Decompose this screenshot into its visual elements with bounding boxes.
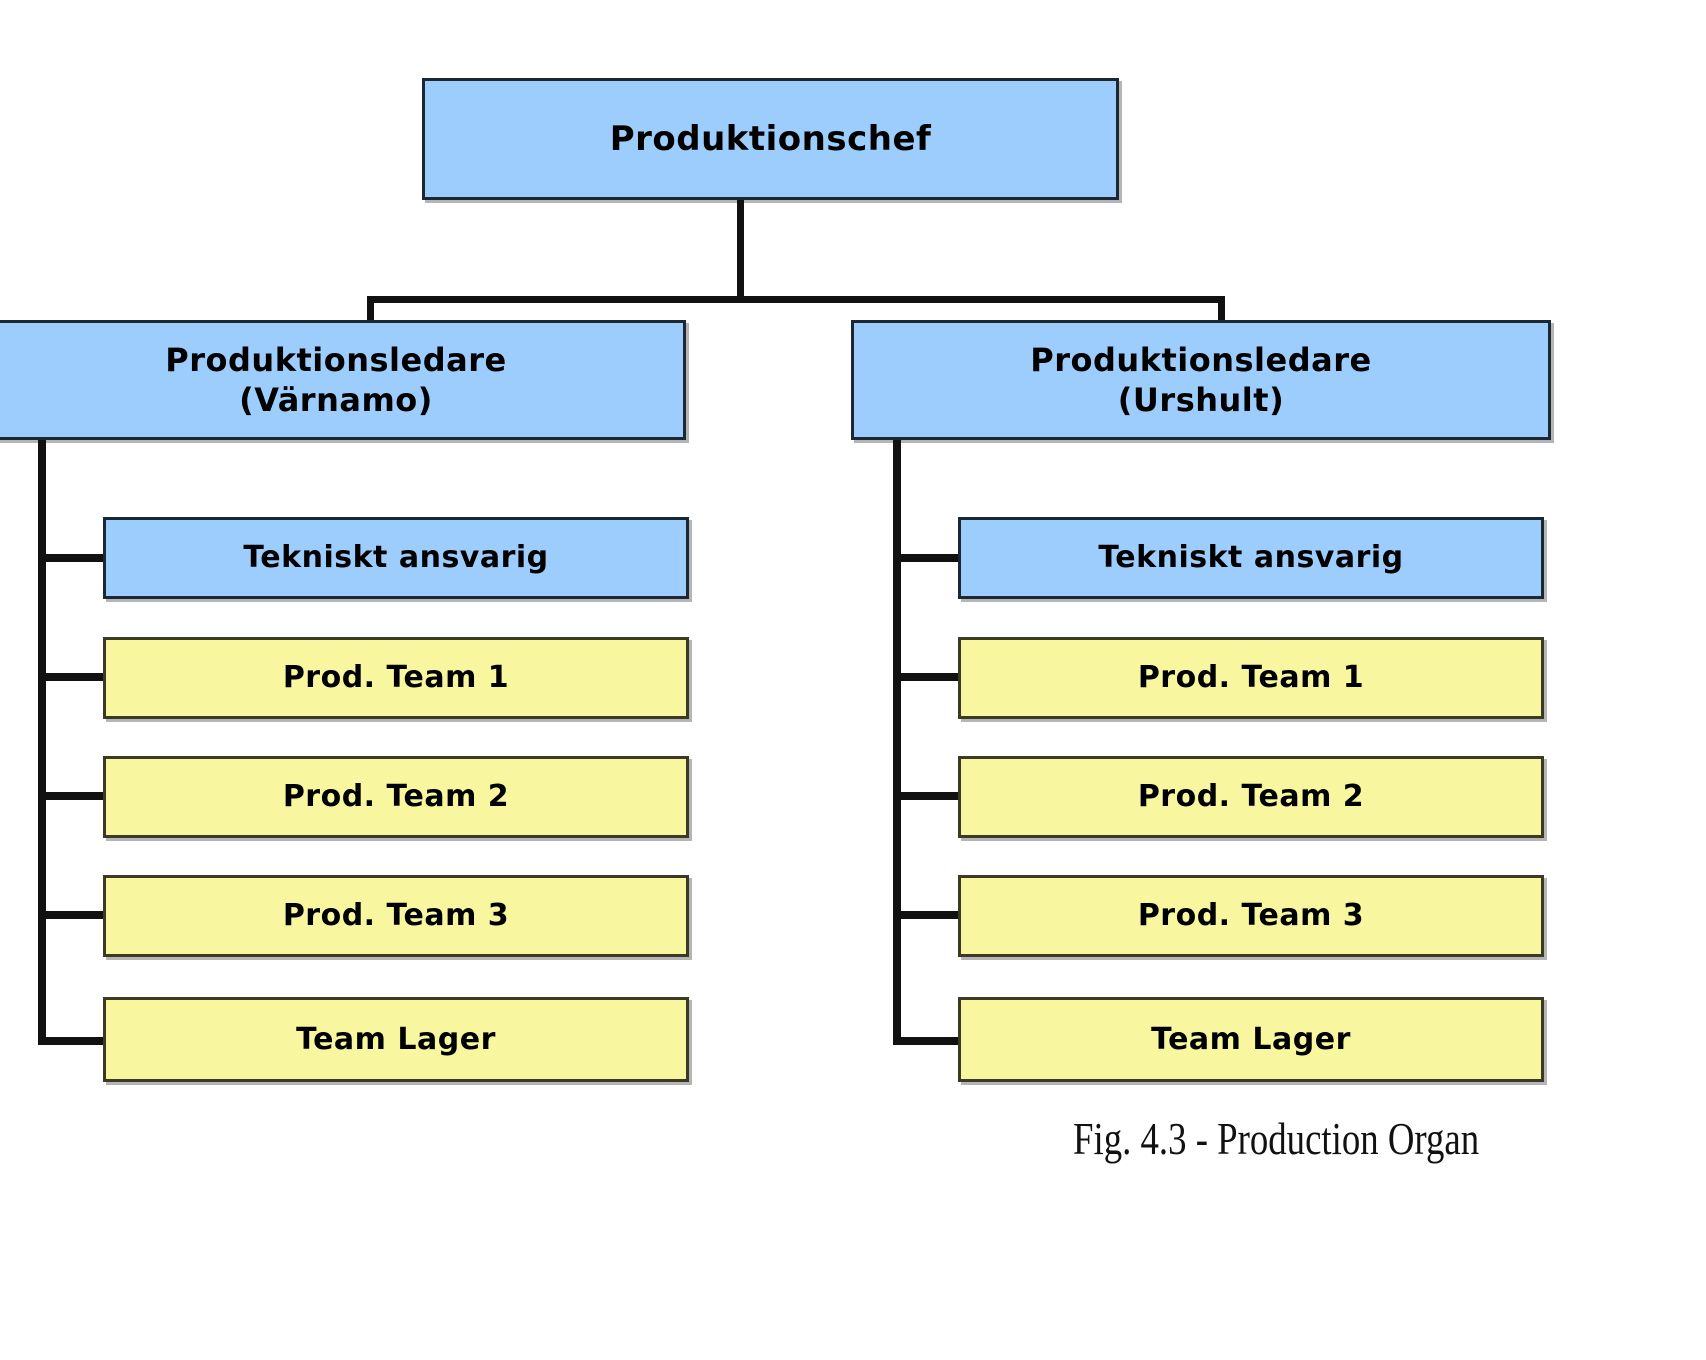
node-label: Produktionschef xyxy=(609,118,932,159)
connector-left-elbow-4 xyxy=(38,911,106,919)
connector-root-bar xyxy=(367,296,1225,303)
node-label: Produktionsledare (Värnamo) xyxy=(165,341,507,419)
node-left-tekniskt-ansvarig[interactable]: Tekniskt ansvarig xyxy=(103,517,689,599)
node-label: Prod. Team 2 xyxy=(282,779,510,815)
connector-root-trunk xyxy=(737,200,744,302)
node-label: Tekniskt ansvarig xyxy=(243,540,549,576)
node-label: Prod. Team 1 xyxy=(282,660,510,696)
figure-caption: Fig. 4.3 - Production Organ xyxy=(1073,1113,1480,1164)
node-label: Tekniskt ansvarig xyxy=(1098,540,1404,576)
node-label: Prod. Team 3 xyxy=(1137,898,1365,934)
node-label: Team Lager xyxy=(296,1021,496,1057)
node-left-prod-team-1[interactable]: Prod. Team 1 xyxy=(103,637,689,719)
connector-right-elbow-2 xyxy=(893,673,961,681)
connector-left-elbow-2 xyxy=(38,673,106,681)
connector-root-to-right xyxy=(1218,296,1225,324)
node-produktionschef[interactable]: Produktionschef xyxy=(422,78,1119,200)
connector-left-elbow-1 xyxy=(38,554,106,562)
connector-right-elbow-4 xyxy=(893,911,961,919)
connector-left-spine xyxy=(38,440,46,1045)
connector-right-elbow-5 xyxy=(893,1037,961,1045)
connector-root-to-left xyxy=(367,296,374,324)
connector-right-spine xyxy=(893,440,901,1045)
node-label: Prod. Team 3 xyxy=(282,898,510,934)
connector-left-elbow-3 xyxy=(38,792,106,800)
node-left-prod-team-3[interactable]: Prod. Team 3 xyxy=(103,875,689,957)
connector-right-elbow-1 xyxy=(893,554,961,562)
connector-right-elbow-3 xyxy=(893,792,961,800)
node-right-prod-team-3[interactable]: Prod. Team 3 xyxy=(958,875,1544,957)
node-produktionsledare-urshult[interactable]: Produktionsledare (Urshult) xyxy=(851,320,1551,440)
node-label: Produktionsledare (Urshult) xyxy=(1030,341,1372,419)
node-label: Team Lager xyxy=(1151,1021,1351,1057)
node-produktionsledare-varnamo[interactable]: Produktionsledare (Värnamo) xyxy=(0,320,686,440)
node-right-team-lager[interactable]: Team Lager xyxy=(958,997,1544,1082)
node-label: Prod. Team 1 xyxy=(1137,660,1365,696)
node-left-prod-team-2[interactable]: Prod. Team 2 xyxy=(103,756,689,838)
node-label: Prod. Team 2 xyxy=(1137,779,1365,815)
node-left-team-lager[interactable]: Team Lager xyxy=(103,997,689,1082)
node-right-prod-team-1[interactable]: Prod. Team 1 xyxy=(958,637,1544,719)
connector-left-elbow-5 xyxy=(38,1037,106,1045)
node-right-prod-team-2[interactable]: Prod. Team 2 xyxy=(958,756,1544,838)
node-right-tekniskt-ansvarig[interactable]: Tekniskt ansvarig xyxy=(958,517,1544,599)
